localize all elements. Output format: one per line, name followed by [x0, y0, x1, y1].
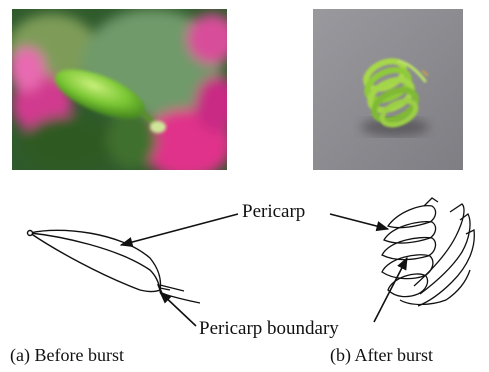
boundary-arrow-left — [160, 292, 196, 326]
closed-pod-drawing — [28, 230, 201, 303]
pericarp-arrow-right — [330, 214, 388, 229]
boundary-arrows — [160, 258, 407, 326]
boundary-arrow-right — [374, 258, 407, 322]
coiled-pericarp-drawing — [382, 198, 474, 306]
pericarp-boundary-label: Pericarp boundary — [199, 318, 339, 340]
pericarp-arrow-left — [121, 214, 238, 245]
caption-before-burst: (a) Before burst — [10, 345, 124, 366]
caption-after-burst: (b) After burst — [330, 345, 433, 366]
pericarp-label: Pericarp — [242, 201, 305, 223]
